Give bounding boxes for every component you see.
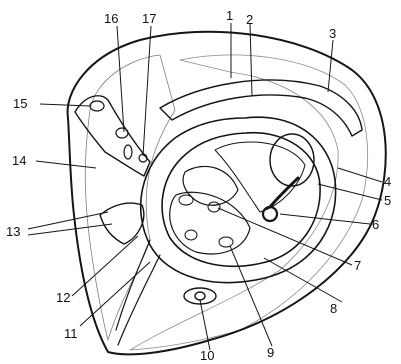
label-14: 14 [12, 153, 26, 168]
figure-labels: 1 2 3 4 5 6 7 8 9 10 11 12 13 14 15 16 1… [6, 8, 391, 363]
outer-wall [68, 32, 386, 355]
leader-lines [28, 23, 382, 350]
label-7: 7 [354, 258, 361, 273]
label-13: 13 [6, 224, 20, 239]
label-17: 17 [142, 11, 156, 26]
label-4: 4 [384, 174, 391, 189]
label-9: 9 [267, 345, 274, 360]
label-11: 11 [64, 326, 78, 341]
label-6: 6 [372, 217, 379, 232]
label-3: 3 [329, 26, 336, 41]
label-12: 12 [56, 290, 70, 305]
label-16: 16 [104, 11, 118, 26]
label-5: 5 [384, 193, 391, 208]
label-1: 1 [226, 8, 233, 23]
upper-stippled-band [160, 80, 362, 136]
central-ring [141, 117, 336, 282]
label-15: 15 [13, 96, 27, 111]
label-10: 10 [200, 348, 214, 363]
label-8: 8 [330, 301, 337, 316]
label-2: 2 [246, 12, 253, 27]
